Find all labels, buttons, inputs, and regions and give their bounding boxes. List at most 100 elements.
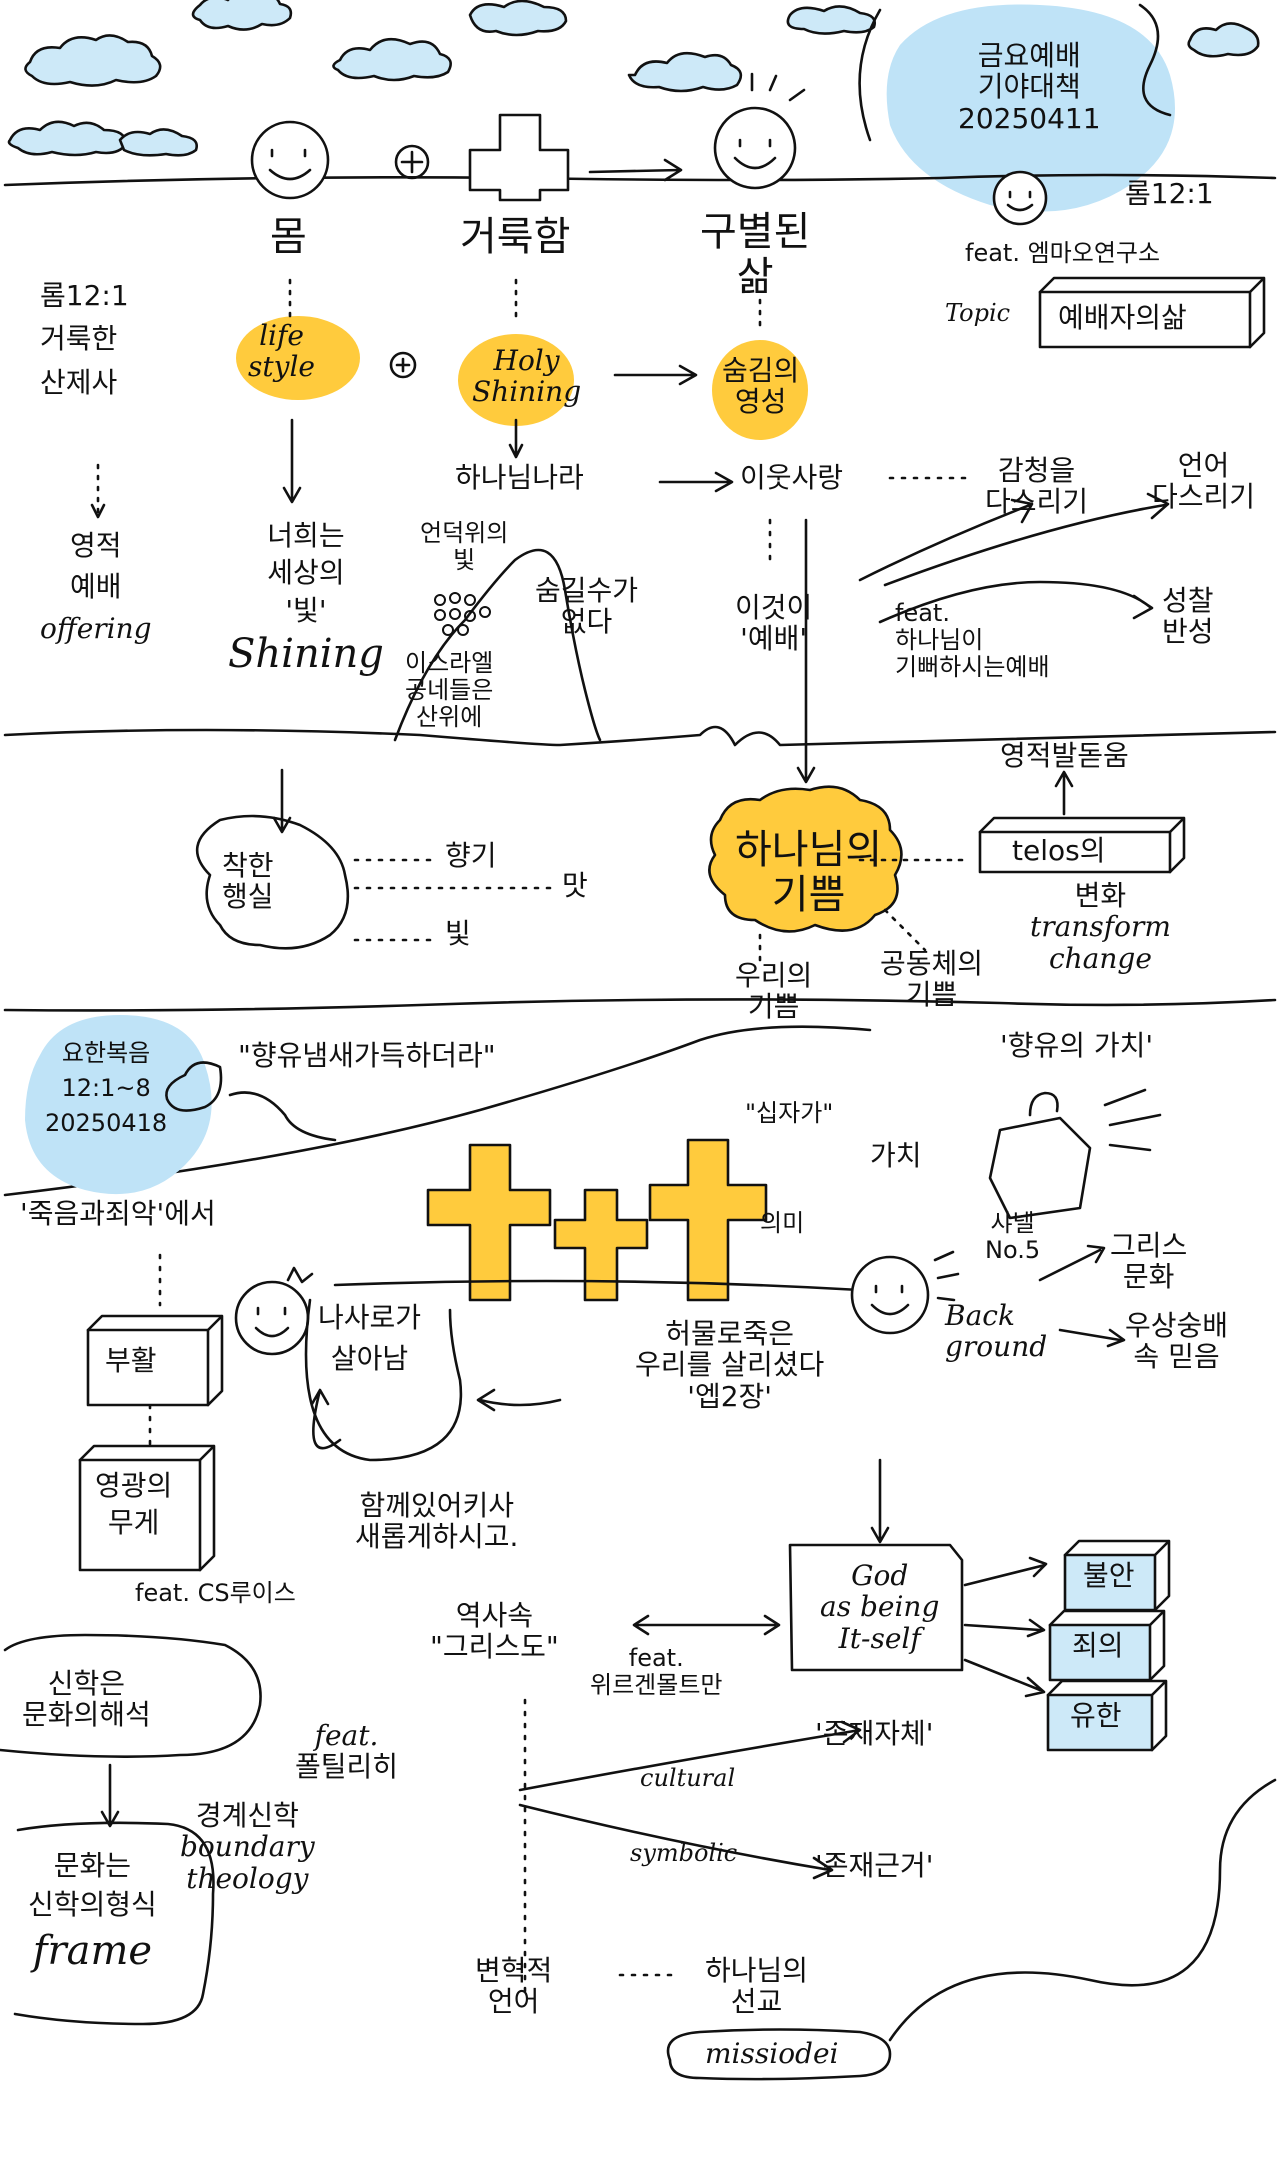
speech-bubble-icon bbox=[788, 1543, 964, 1672]
arrow-icon bbox=[588, 158, 683, 182]
arrow-icon bbox=[100, 1763, 120, 1828]
arrow-icon bbox=[878, 580, 1154, 624]
dotted-link bbox=[148, 1253, 162, 1447]
city-dots bbox=[434, 592, 491, 636]
arrow-icon bbox=[1054, 770, 1074, 816]
cloud-icon bbox=[7, 120, 198, 157]
feat-tillich: feat.폴틸리히 bbox=[295, 1719, 399, 1784]
arrow-icon bbox=[310, 1388, 342, 1450]
arrow-icon bbox=[858, 498, 1034, 582]
arrow-icon bbox=[632, 1614, 781, 1636]
label-kingdom: 하나님나라 bbox=[455, 461, 584, 494]
smiley-face-icon bbox=[992, 170, 1048, 226]
arrow-icon bbox=[1058, 1328, 1126, 1348]
theology-blob bbox=[0, 1633, 262, 1758]
arrow-icon bbox=[613, 364, 698, 386]
cloud-icon bbox=[191, 0, 293, 31]
cross-icon bbox=[648, 1138, 768, 1302]
perfume-bottle-icon bbox=[165, 1061, 337, 1142]
feat-cs-lewis: feat. CS루이스 bbox=[135, 1579, 296, 1607]
arrow-icon bbox=[963, 1618, 1046, 1638]
sense-taste: 맛 bbox=[562, 869, 588, 902]
label-body: 몸 bbox=[270, 214, 307, 260]
cloud-icon bbox=[627, 51, 743, 93]
fragrance-value: '향유의 가치' bbox=[1000, 1029, 1154, 1062]
resurrection: 부활 bbox=[105, 1344, 157, 1377]
arrow-icon bbox=[796, 518, 816, 784]
topic-value: 예배자의삶 bbox=[1058, 301, 1187, 334]
hill-top bbox=[333, 1279, 862, 1292]
arrow-icon bbox=[282, 418, 302, 504]
cross-quote: "십자가" bbox=[745, 1099, 834, 1127]
worth: 가치 bbox=[870, 1139, 922, 1172]
box-icon bbox=[1046, 1679, 1168, 1752]
deeds-blob bbox=[195, 814, 350, 950]
roman-ref: 롬12:1 bbox=[1125, 177, 1214, 210]
culture-blob bbox=[13, 1821, 215, 2026]
plus-circle-icon bbox=[394, 144, 430, 180]
perfume-bottle-icon bbox=[988, 1088, 1162, 1220]
box-icon bbox=[978, 816, 1186, 874]
ground-of-being: '존재근거' bbox=[815, 1849, 934, 1882]
cloud-icon bbox=[24, 34, 162, 87]
arrow-icon bbox=[1038, 1244, 1106, 1282]
box-anxiety: 불안 bbox=[1083, 1559, 1135, 1592]
gospel-circle bbox=[25, 1015, 212, 1195]
topic-label: Topic bbox=[945, 299, 1011, 327]
ground-line-2 bbox=[3, 725, 1277, 747]
ground-line-1 bbox=[3, 173, 1277, 187]
highlight-holy-shining bbox=[458, 334, 574, 426]
cultural-label: cultural bbox=[640, 1764, 736, 1792]
box-guilt: 죄의 bbox=[1072, 1629, 1124, 1662]
arrow-icon bbox=[658, 471, 734, 493]
hill-line bbox=[3, 1025, 872, 1197]
highlight-hidden-spirituality bbox=[712, 340, 808, 440]
smiley-face-icon bbox=[713, 72, 806, 190]
label-holiness: 거룩함 bbox=[460, 214, 571, 260]
plus-circle-icon bbox=[389, 351, 417, 379]
dotted-link bbox=[353, 858, 557, 942]
box-icon bbox=[78, 1444, 216, 1572]
arrow-icon bbox=[518, 1803, 834, 1880]
joy-blob bbox=[708, 785, 903, 933]
plus-mark bbox=[395, 357, 411, 373]
arrow-icon bbox=[963, 1658, 1046, 1698]
dotted-link bbox=[523, 1698, 682, 2002]
smiley-face-icon bbox=[234, 1266, 314, 1356]
dotted-link bbox=[758, 858, 972, 962]
cloud-icon bbox=[786, 5, 876, 35]
sense-smell: 향기 bbox=[445, 839, 497, 872]
ground-line-3 bbox=[3, 998, 1277, 1012]
meaning: 의미 bbox=[760, 1209, 805, 1237]
symbolic-label: symbolic bbox=[630, 1839, 738, 1867]
smiley-face-icon bbox=[250, 120, 330, 200]
header-scribble bbox=[858, 3, 1172, 142]
box-finitude: 유한 bbox=[1070, 1699, 1122, 1732]
header-sky-circle bbox=[886, 4, 1175, 212]
